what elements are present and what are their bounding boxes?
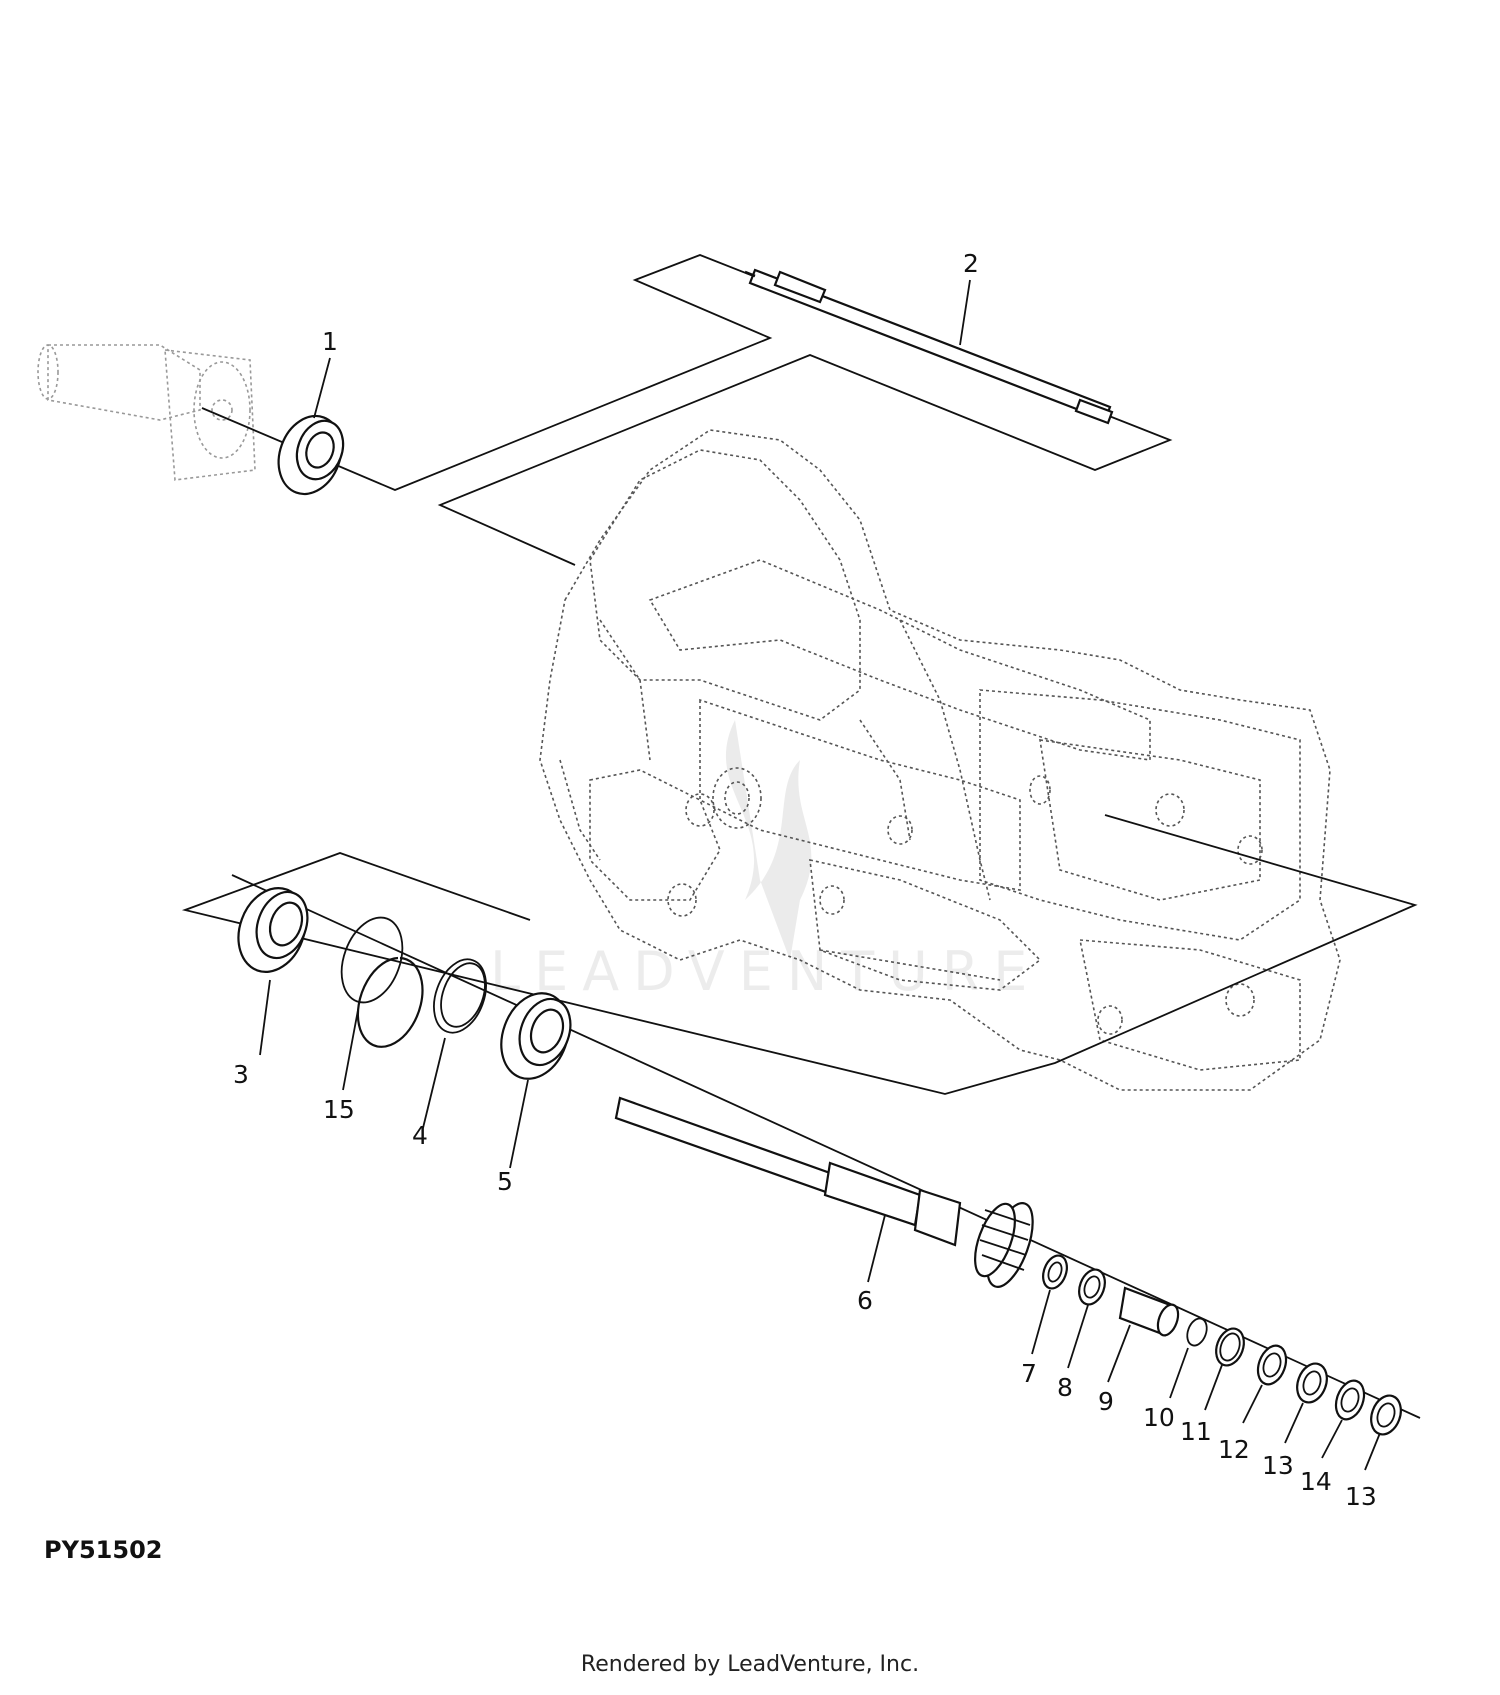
callout-5: 5 (497, 1167, 513, 1196)
callout-1: 1 (322, 327, 338, 356)
callout-11: 11 (1180, 1417, 1212, 1446)
part-1-bearing (277, 414, 345, 496)
part-8-washer (1078, 1268, 1106, 1306)
part-15-snap-ring (340, 916, 424, 1048)
watermark-text: LEADVENTURE (490, 940, 1041, 1003)
watermark-logo (725, 720, 812, 960)
part-2-shaft (744, 268, 1114, 425)
callout-7: 7 (1021, 1359, 1037, 1388)
part-4-snap-ring (433, 958, 487, 1034)
callout-2: 2 (963, 249, 979, 278)
callout-13a: 13 (1262, 1451, 1294, 1480)
small-parts-stack (1042, 1254, 1402, 1436)
part-12-bearing (1256, 1344, 1288, 1386)
callout-9: 9 (1098, 1387, 1114, 1416)
callout-15: 15 (323, 1095, 355, 1124)
ghost-transmission-case (539, 429, 1341, 1091)
callout-10: 10 (1143, 1403, 1175, 1432)
part-13-washer-b (1370, 1394, 1402, 1436)
footer-credit: Rendered by LeadVenture, Inc. (580, 1652, 920, 1677)
diagram-id: PY51502 (44, 1536, 163, 1564)
part-7-washer (1042, 1254, 1068, 1290)
part-5-bearing (500, 992, 572, 1080)
callout-6: 6 (857, 1286, 873, 1315)
callout-12: 12 (1218, 1435, 1250, 1464)
callout-8: 8 (1057, 1373, 1073, 1402)
part-13-washer-a (1296, 1362, 1328, 1404)
part-11-ring (1215, 1327, 1245, 1367)
part-14-bearing (1334, 1379, 1366, 1421)
part-3-seal (237, 887, 309, 973)
part-6-gear-shaft (614, 1096, 1034, 1288)
ghost-input-housing (37, 344, 256, 481)
callout-leaders (259, 279, 1381, 1471)
callout-4: 4 (412, 1121, 428, 1150)
callout-labels: 1 2 3 15 4 5 6 7 8 9 10 11 12 13 14 13 (233, 249, 1377, 1511)
callout-3: 3 (233, 1060, 249, 1089)
callout-14: 14 (1300, 1467, 1332, 1496)
callout-13b: 13 (1345, 1482, 1377, 1511)
part-10-ring (1186, 1317, 1208, 1347)
